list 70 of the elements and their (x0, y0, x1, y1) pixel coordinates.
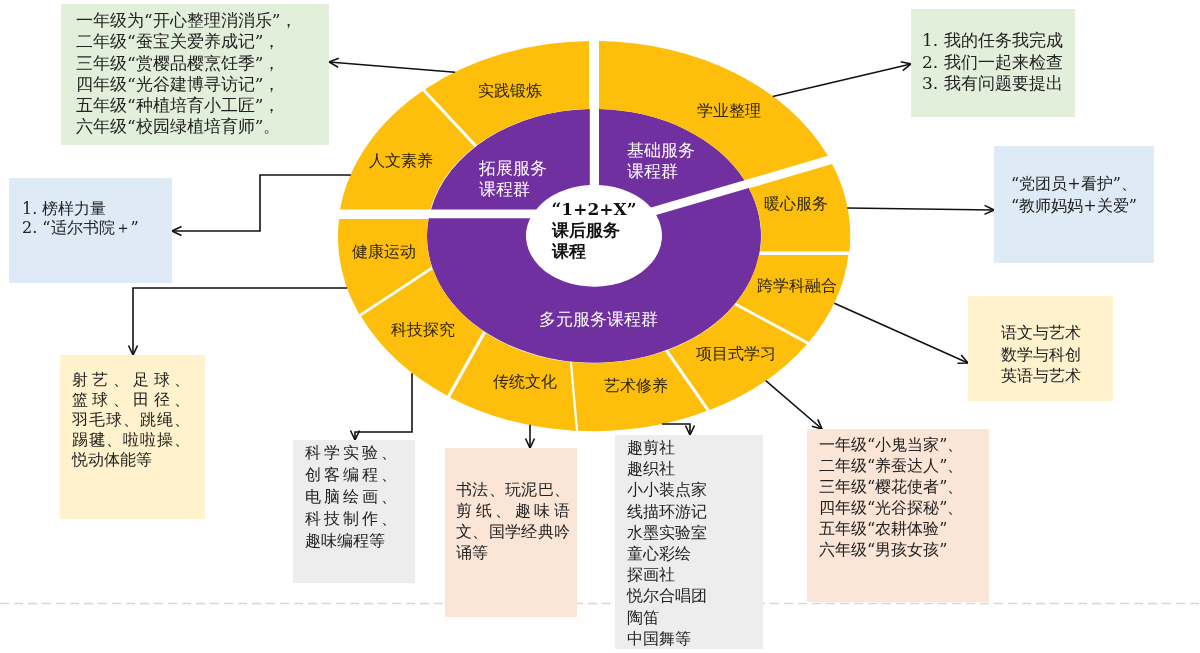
arrow (524, 424, 536, 449)
arrow (171, 174, 352, 237)
note-text: 科学实验、创客编程、电脑绘画、科技制作、趣味编程等 (305, 442, 397, 552)
note-box (911, 9, 1075, 117)
note-box (445, 448, 577, 617)
note-line: 悦尔合唱团 (627, 585, 707, 607)
note-line: 1. 我的任务我完成 (922, 30, 1063, 52)
note-line: 1. 榜样力量 (22, 200, 107, 219)
sector-label: 多元服务课程群 (539, 308, 659, 330)
segment-label: 艺术修养 (604, 376, 668, 396)
arrow (771, 61, 912, 98)
note-line: 3. 我有问题要提出 (922, 73, 1063, 96)
note-line: 陶笛 (627, 606, 659, 628)
note-line: 三年级“樱花使者”、 (819, 476, 964, 497)
note-line: 五年级“种植培育小工匠”， (76, 95, 281, 117)
arrow (127, 287, 349, 356)
note-line: 中国舞等 (627, 627, 691, 650)
note-text: 书法、玩泥巴、剪纸、趣味语文、国学经典吟诵等 (456, 479, 570, 563)
note-line: 四年级“光谷探秘”、 (819, 497, 964, 518)
note-box (807, 429, 989, 602)
note-line: 六年级“男孩女孩” (819, 539, 948, 560)
note-line: 六年级“校园绿植培育师”。 (76, 116, 281, 138)
note-line: 五年级“农耕体验” (819, 518, 948, 539)
note-line: 二年级“养蚕达人”、 (819, 455, 964, 476)
note-box (968, 296, 1113, 401)
note-line: 趣织社 (627, 458, 675, 480)
note-text: 射艺、足球、篮球、田径、羽毛球、跳绳、踢毽、啦啦操、悦动体能等 (72, 370, 190, 470)
center-title: “1+2+X” (551, 198, 637, 220)
segment-label: 项目式学习 (696, 344, 776, 364)
note-box (60, 355, 205, 519)
note-line: 二年级“蚕宝关爱养成记”， (76, 31, 281, 53)
segment-label: 跨学科融合 (757, 276, 837, 296)
segment-label: 实践锻炼 (478, 81, 542, 101)
segment-label: 科技探究 (391, 320, 455, 340)
note-line: 线描环游记 (627, 500, 707, 522)
note-box (615, 435, 763, 649)
note-box (9, 178, 172, 283)
sector-label: 拓展服务课程群 (479, 158, 549, 200)
note-line: 三年级“赏樱品樱烹饪季”， (76, 52, 281, 74)
segment-label: 人文素养 (369, 151, 433, 171)
note-line: 2. 我们一起来检查 (922, 51, 1063, 74)
segment-label: 学业整理 (697, 101, 761, 121)
arrow (661, 423, 696, 436)
note-line: 探画社 (627, 564, 675, 586)
note-line: 英语与艺术 (1000, 365, 1081, 387)
note-box (61, 4, 329, 145)
note-line: 水墨实验室 (627, 521, 707, 543)
segment-label: 传统文化 (493, 372, 557, 392)
note-line: 童心彩绘 (627, 543, 691, 565)
segment-label: 健康运动 (352, 242, 416, 262)
note-box (293, 440, 415, 583)
note-line: “党团员+看护”、 (1011, 173, 1137, 195)
arrow (349, 372, 413, 441)
note-line: 数学与科创 (1000, 343, 1081, 365)
center-text: 课后服务课程 (551, 219, 621, 262)
note-line: 语文与艺术 (1000, 322, 1081, 344)
arrow (764, 379, 823, 430)
note-line: 一年级为“开心整理消消乐”， (76, 10, 298, 32)
note-line: 趣剪社 (627, 437, 675, 459)
note-line: 四年级“光谷建博寻访记”， (76, 73, 281, 96)
note-line: 小小装点家 (627, 479, 707, 501)
note-line: “教师妈妈+关爱” (1011, 194, 1137, 216)
sector-label: 基础服务课程群 (627, 140, 697, 182)
note-line: 一年级“小鬼当家”、 (819, 434, 964, 455)
arrow (846, 204, 995, 216)
segment-label: 暖心服务 (764, 194, 828, 214)
arrow (833, 302, 969, 365)
note-box (994, 146, 1154, 263)
arrow (328, 57, 456, 73)
note-line: 2. “适尔书院＋” (22, 218, 139, 237)
